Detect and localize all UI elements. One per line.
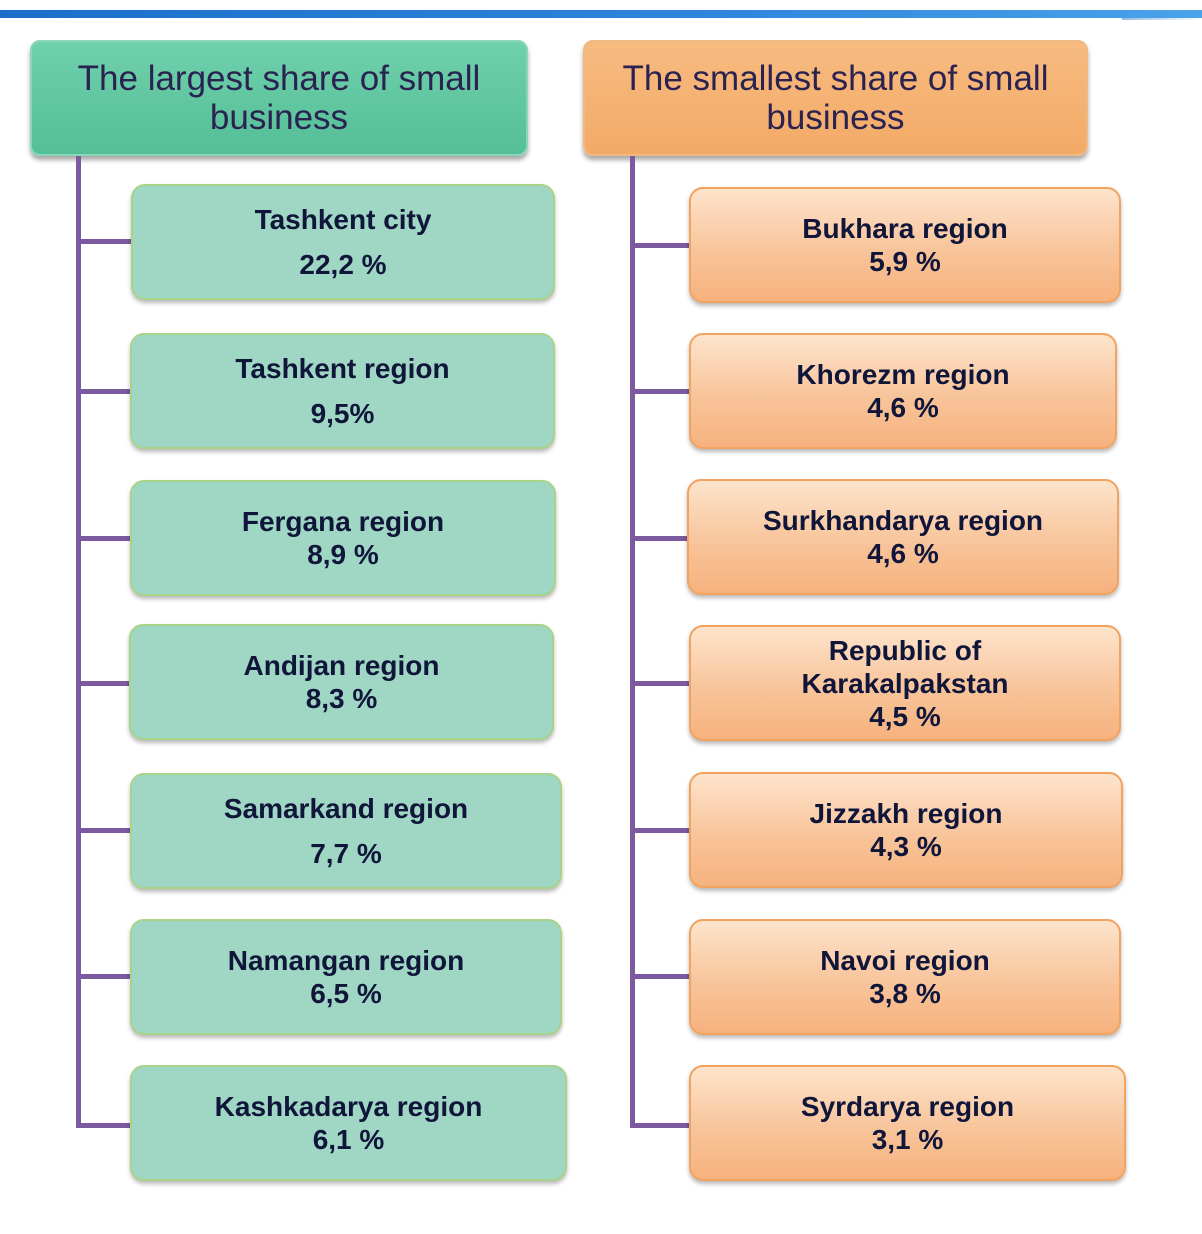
left-connector-branch bbox=[76, 1123, 130, 1128]
item-name: Namangan region bbox=[227, 945, 465, 976]
smallest-item-navoi-region: Navoi region 3,8 % bbox=[689, 919, 1121, 1035]
item-value: 8,3 % bbox=[305, 683, 378, 714]
left-connector-branch bbox=[76, 681, 129, 686]
left-connector-branch bbox=[76, 239, 131, 244]
largest-share-header-text: The largest share of small business bbox=[77, 59, 481, 137]
largest-item-namangan-region: Namangan region 6,5 % bbox=[130, 919, 562, 1035]
smallest-share-header: The smallest share of small business bbox=[583, 40, 1088, 156]
item-name: Syrdarya region bbox=[800, 1091, 1015, 1122]
item-value: 7,7 % bbox=[310, 838, 382, 869]
item-value: 4,6 % bbox=[867, 392, 939, 423]
left-connector-branch bbox=[76, 389, 130, 394]
smallest-item-karakalpakstan: Republic of Karakalpakstan 4,5 % bbox=[689, 625, 1121, 741]
smallest-item-khorezm-region: Khorezm region 4,6 % bbox=[689, 333, 1117, 449]
item-name: Fergana region bbox=[241, 506, 445, 537]
left-connector-trunk bbox=[76, 156, 81, 1128]
right-connector-branch bbox=[630, 243, 689, 248]
right-connector-branch bbox=[630, 974, 689, 979]
largest-item-samarkand-region: Samarkand region 7,7 % bbox=[130, 773, 562, 889]
item-name: Tashkent region bbox=[235, 353, 450, 384]
largest-item-fergana-region: Fergana region 8,9 % bbox=[130, 480, 556, 596]
item-value: 6,1 % bbox=[312, 1124, 385, 1155]
right-connector-branch bbox=[630, 536, 687, 541]
item-value: 4,3 % bbox=[870, 831, 942, 862]
item-value: 3,8 % bbox=[869, 978, 941, 1009]
left-connector-branch bbox=[76, 828, 130, 833]
item-name: Samarkand region bbox=[223, 793, 469, 824]
item-name-line2: Karakalpakstan bbox=[801, 667, 1009, 699]
smallest-item-jizzakh-region: Jizzakh region 4,3 % bbox=[689, 772, 1123, 888]
item-value: 3,1 % bbox=[871, 1124, 944, 1155]
smallest-share-header-text: The smallest share of small business bbox=[622, 59, 1049, 137]
largest-share-header: The largest share of small business bbox=[30, 40, 528, 156]
item-value: 5,9 % bbox=[869, 246, 941, 277]
item-name: Bukhara region bbox=[802, 213, 1008, 244]
largest-item-tashkent-city: Tashkent city 22,2 % bbox=[131, 184, 555, 300]
item-value: 4,5 % bbox=[869, 700, 941, 732]
item-name: Surkhandarya region bbox=[762, 505, 1044, 536]
top-accent-rule bbox=[0, 10, 1202, 20]
right-connector-trunk bbox=[630, 156, 635, 1128]
smallest-item-surkhandarya-region: Surkhandarya region 4,6 % bbox=[687, 479, 1119, 595]
item-value: 6,5 % bbox=[310, 978, 382, 1009]
right-connector-branch bbox=[630, 389, 689, 394]
item-name: Andijan region bbox=[243, 650, 440, 681]
item-name: Jizzakh region bbox=[809, 798, 1003, 829]
left-connector-branch bbox=[76, 536, 130, 541]
left-connector-branch bbox=[76, 974, 130, 979]
right-connector-branch bbox=[630, 681, 689, 686]
largest-item-tashkent-region: Tashkent region 9,5% bbox=[130, 333, 555, 449]
item-value: 4,6 % bbox=[867, 538, 939, 569]
item-name: Tashkent city bbox=[254, 204, 432, 235]
item-value: 9,5% bbox=[310, 398, 375, 429]
item-name-line1: Republic of bbox=[828, 634, 982, 666]
smallest-item-syrdarya-region: Syrdarya region 3,1 % bbox=[689, 1065, 1126, 1181]
item-value: 8,9 % bbox=[307, 539, 379, 570]
item-value: 22,2 % bbox=[299, 249, 387, 280]
item-name: Khorezm region bbox=[796, 359, 1010, 390]
item-name: Navoi region bbox=[820, 945, 990, 976]
smallest-item-bukhara-region: Bukhara region 5,9 % bbox=[689, 187, 1121, 303]
right-connector-branch bbox=[630, 828, 689, 833]
largest-item-kashkadarya-region: Kashkadarya region 6,1 % bbox=[130, 1065, 567, 1181]
item-name: Kashkadarya region bbox=[214, 1091, 483, 1122]
largest-item-andijan-region: Andijan region 8,3 % bbox=[129, 624, 554, 740]
right-connector-branch bbox=[630, 1123, 689, 1128]
